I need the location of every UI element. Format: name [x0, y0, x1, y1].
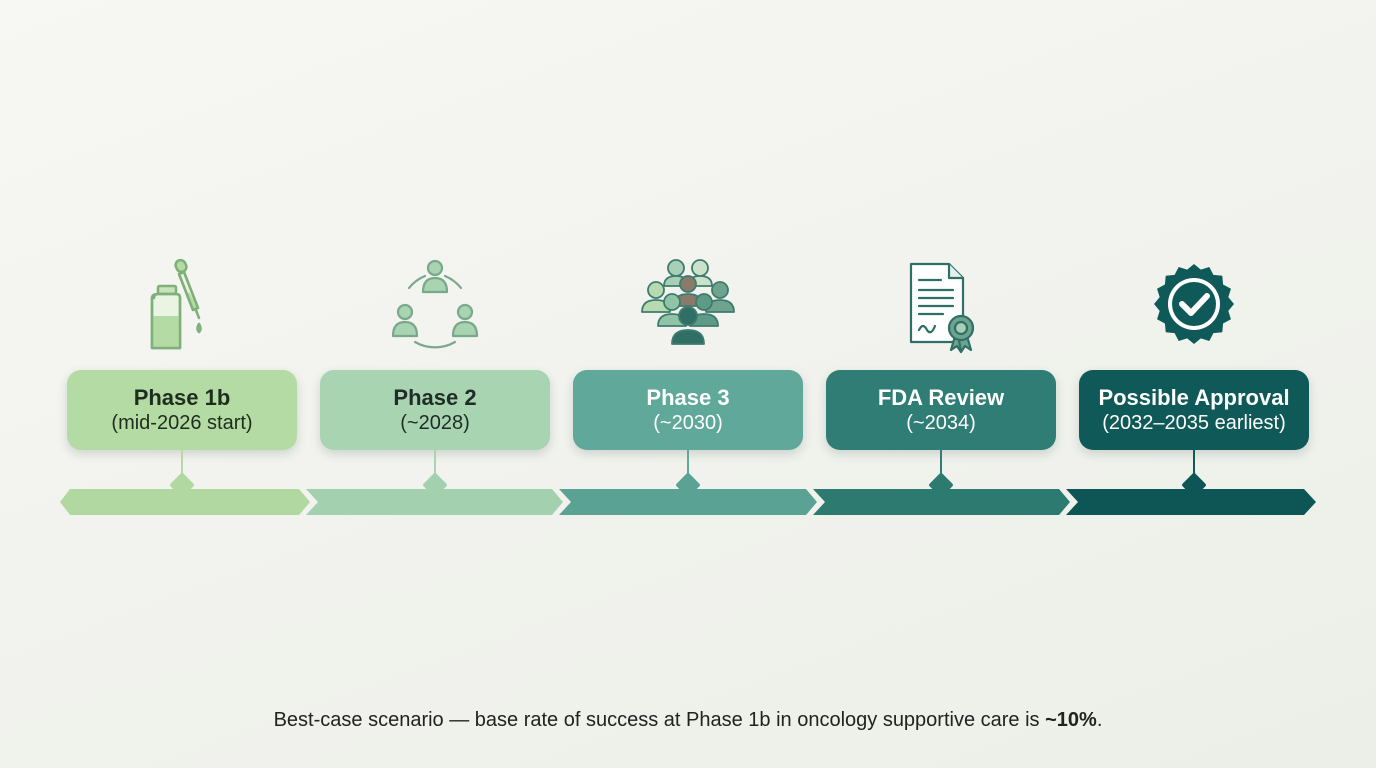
footer-emphasis: ~10% [1045, 709, 1097, 731]
phase-title: Phase 2 [393, 385, 477, 410]
phase-3: Phase 3 (~2030) [573, 0, 803, 520]
phase-subtitle: (~2030) [653, 412, 723, 434]
phase-2: Phase 2 (~2028) [320, 0, 550, 520]
phase-possible-approval: Possible Approval (2032–2035 earliest) [1079, 0, 1309, 520]
crowd-icon [638, 256, 738, 356]
approval-badge-icon [1144, 256, 1244, 356]
footer-note: Best-case scenario — base rate of succes… [0, 709, 1376, 732]
phase-card: Phase 2 (~2028) [320, 370, 550, 450]
timeline-segment-phase-2 [306, 489, 563, 515]
timeline-segment-phase-1b [60, 489, 310, 515]
phase-title: Phase 3 [646, 385, 730, 410]
timeline-segment-fda-review [813, 489, 1070, 515]
vial-dropper-icon [132, 256, 232, 356]
document-certificate-icon [891, 256, 991, 356]
phase-card: FDA Review (~2034) [826, 370, 1056, 450]
phase-card: Phase 1b (mid-2026 start) [67, 370, 297, 450]
people-circle-icon [385, 256, 485, 356]
connector-stem [940, 450, 942, 482]
timeline-bar [60, 489, 1316, 515]
footer-text: Best-case scenario — base rate of succes… [273, 709, 1046, 731]
connector-stem [687, 450, 689, 482]
phase-fda-review: FDA Review (~2034) [826, 0, 1056, 520]
timeline-segment-approval [1066, 489, 1316, 515]
connector-notch [675, 472, 701, 498]
timeline-segment-phase-3 [559, 489, 817, 515]
phase-card: Phase 3 (~2030) [573, 370, 803, 450]
connector-stem [434, 450, 436, 482]
phase-card: Possible Approval (2032–2035 earliest) [1079, 370, 1309, 450]
connector-notch [422, 472, 448, 498]
connector-notch [1181, 472, 1207, 498]
connector-stem [181, 450, 183, 482]
phase-title: FDA Review [877, 385, 1005, 410]
phase-title: Possible Approval [1098, 385, 1290, 410]
phase-title: Phase 1b [133, 385, 231, 410]
phase-subtitle: (~2028) [400, 412, 470, 434]
phase-subtitle: (~2034) [906, 412, 976, 434]
phase-1b: Phase 1b (mid-2026 start) [67, 0, 297, 520]
phase-subtitle: (mid-2026 start) [111, 412, 253, 434]
connector-notch [928, 472, 954, 498]
phase-subtitle: (2032–2035 earliest) [1102, 412, 1286, 434]
footer-end: . [1096, 709, 1103, 731]
connector-notch [169, 472, 195, 498]
connector-stem [1193, 450, 1195, 482]
